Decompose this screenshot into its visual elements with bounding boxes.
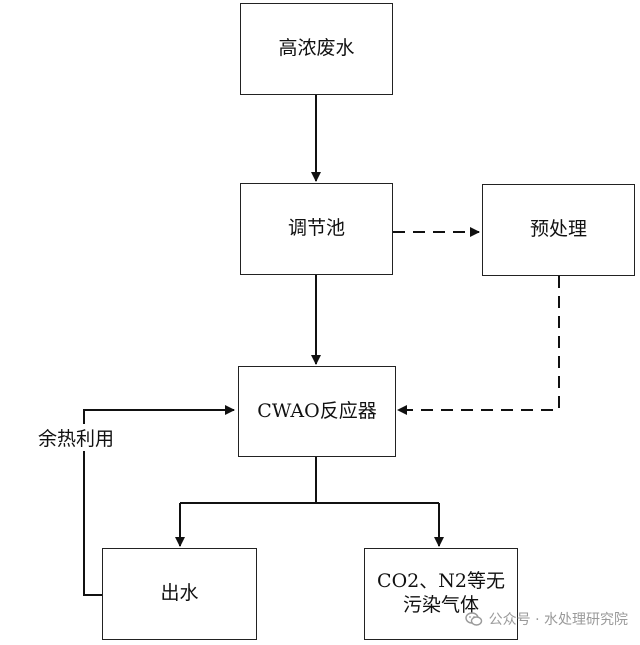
watermark: 公众号 · 水处理研究院	[464, 609, 628, 629]
heat-recovery-label: 余热利用	[36, 424, 117, 451]
watermark-text: 公众号 · 水处理研究院	[488, 612, 628, 628]
node-gas-label: CO2、N2等无污染气体	[377, 570, 505, 616]
node-gas: CO2、N2等无污染气体	[364, 548, 518, 640]
node-tank: 调节池	[240, 183, 393, 275]
node-wastewater-label: 高浓废水	[278, 37, 355, 60]
arrow-pretreat-to-reactor	[397, 276, 560, 415]
node-outwater-label: 出水	[160, 582, 199, 605]
node-reactor-label: CWAO反应器	[257, 399, 377, 422]
wechat-icon	[464, 612, 482, 626]
node-tank-label: 调节池	[287, 217, 345, 240]
arrow-heat-recovery	[83, 405, 235, 596]
node-pretreat-label: 预处理	[529, 218, 587, 241]
node-wastewater: 高浓废水	[240, 3, 393, 95]
node-outwater: 出水	[102, 548, 257, 640]
node-reactor: CWAO反应器	[238, 366, 396, 457]
node-pretreat: 预处理	[482, 184, 635, 276]
